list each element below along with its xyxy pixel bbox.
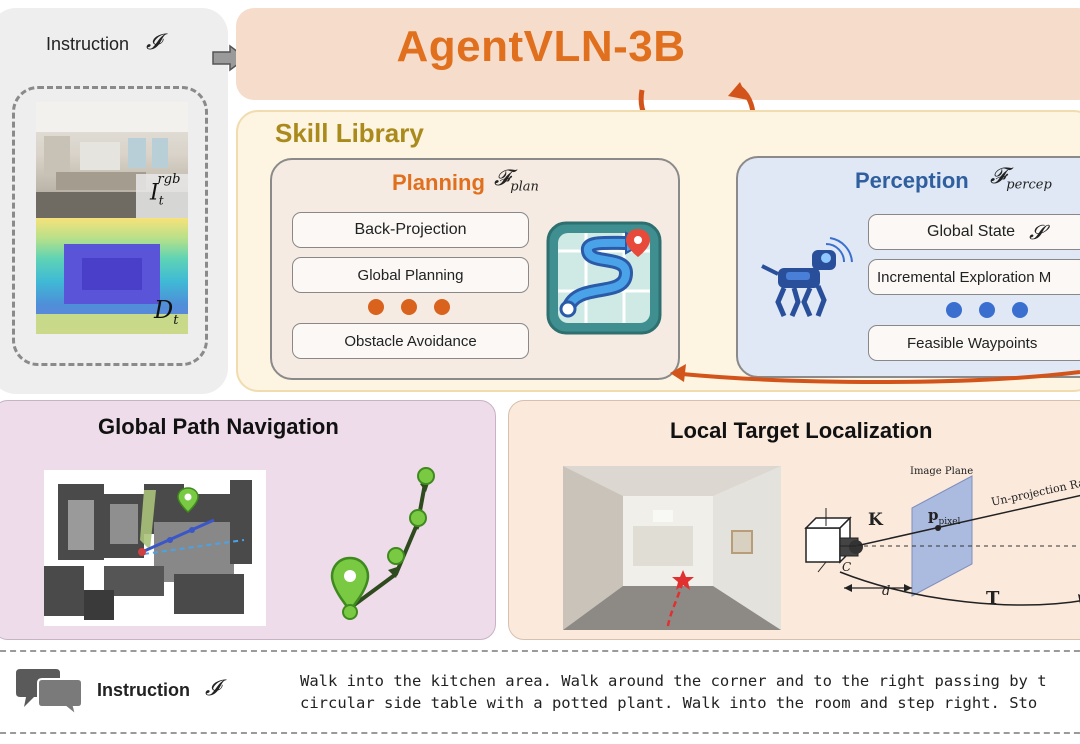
instruction-bar <box>0 650 1080 734</box>
planning-title: Planning <box>392 170 485 195</box>
c-label: C <box>842 560 852 574</box>
p-pixel-label: ppixel <box>928 506 961 527</box>
instruction-text-line-2: circular side table with a potted plant.… <box>300 694 1038 712</box>
observation-frame <box>12 86 208 366</box>
egocentric-view-image <box>563 466 781 630</box>
occupancy-map-image <box>44 470 266 626</box>
instruction-label: Instruction <box>97 680 190 700</box>
perception-to-planning-arrow-icon <box>670 364 1080 384</box>
global-path-navigation-title: Global Path Navigation <box>98 414 339 439</box>
perception-ellipsis-dot <box>979 302 995 318</box>
route-map-icon <box>546 221 662 335</box>
input-instruction-label: Instruction <box>46 34 130 54</box>
rgb-observation-image: Itrgb <box>36 102 188 218</box>
waypoint-path-icon <box>330 467 435 620</box>
perception-ellipsis-dot <box>946 302 962 318</box>
planning-symbol: 𝓕plan <box>494 166 539 195</box>
planning-ellipsis-dot <box>401 299 417 315</box>
depth-symbol: Dt <box>154 296 179 328</box>
k-label: K <box>868 510 883 530</box>
global-state-symbol: 𝓢 <box>1029 220 1045 244</box>
camera-projection-diagram <box>804 475 1080 606</box>
image-plane-label: Image Plane <box>910 466 974 477</box>
obstacle-avoidance-skill: Obstacle Avoidance <box>292 323 529 359</box>
d-label: d <box>882 584 891 599</box>
input-instruction-symbol: 𝓘 <box>146 30 161 55</box>
rgb-symbol: Itrgb <box>150 172 181 208</box>
perception-title: Perception <box>855 168 969 193</box>
robot-dog-icon <box>761 237 853 317</box>
skill-library-title: Skill Library <box>275 118 424 148</box>
incremental-exploration-skill: Incremental Exploration M <box>868 259 1080 295</box>
perception-symbol: 𝓕percep <box>990 164 1052 193</box>
agent-header <box>236 8 1080 100</box>
agent-title: AgentVLN-3B <box>396 22 686 71</box>
planning-ellipsis-dot <box>434 299 450 315</box>
t-label: T <box>986 588 1000 609</box>
global-planning-skill: Global Planning <box>292 257 529 293</box>
instruction-symbol: 𝓘 <box>205 676 220 701</box>
chat-bubbles-icon <box>16 669 83 715</box>
perception-ellipsis-dot <box>1012 302 1028 318</box>
local-target-localization-title: Local Target Localization <box>670 418 933 443</box>
feasible-waypoints-skill: Feasible Waypoints <box>868 325 1080 361</box>
depth-observation-image: Dt <box>36 218 188 334</box>
planning-ellipsis-dot <box>368 299 384 315</box>
camera-icon <box>804 516 863 564</box>
global-state-skill: Global State 𝓢 <box>868 214 1080 250</box>
instruction-text-line-1: Walk into the kitchen area. Walk around … <box>300 672 1047 690</box>
back-projection-skill: Back-Projection <box>292 212 529 248</box>
